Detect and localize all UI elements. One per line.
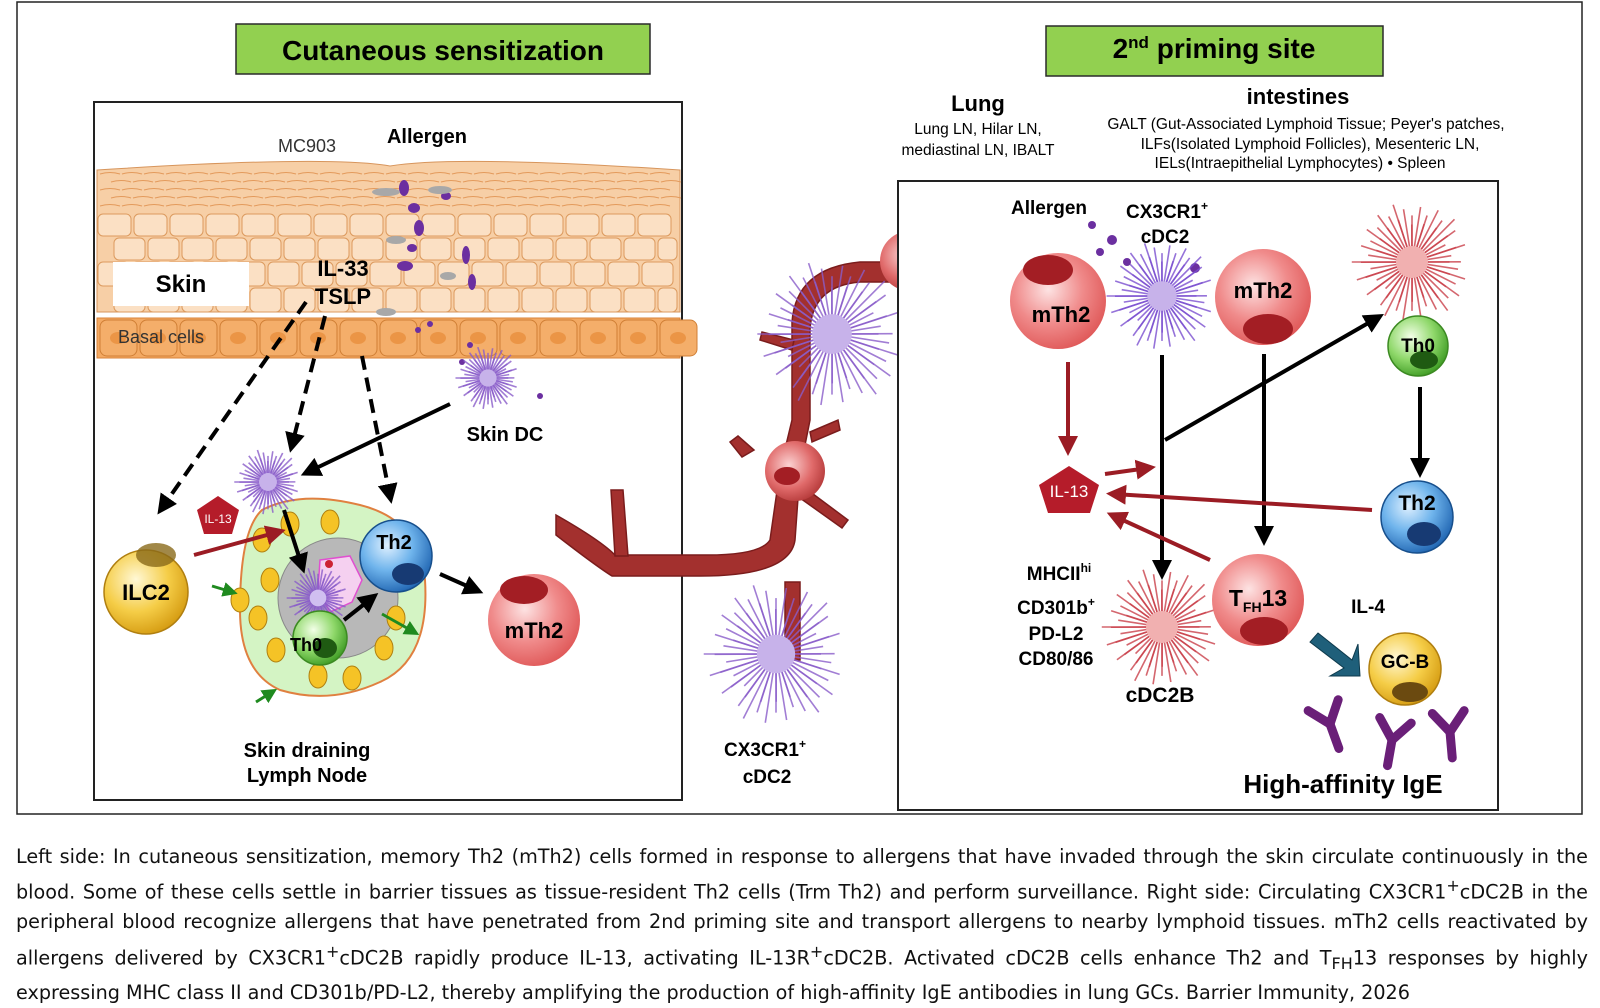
skin-dc-label: Skin DC	[467, 424, 544, 446]
mth2-label-right-a: mTh2	[1032, 302, 1091, 327]
ige-label: High-affinity IgE	[1243, 769, 1442, 799]
caption-sub4: FH	[1332, 954, 1353, 973]
cd80-label: CD80/86	[1019, 649, 1094, 670]
right-dc-label-main: CX3CR1	[1126, 202, 1201, 223]
il13-label-left: IL-13	[204, 512, 232, 526]
vessel-cell-middle	[765, 441, 825, 501]
intestines-line2: ILFs(Isolated Lymphoid Follicles), Mesen…	[1141, 136, 1480, 153]
diagram-canvas: Cutaneous sensitization Skin MC903 Aller…	[0, 0, 1600, 840]
cd301-sup: +	[1088, 595, 1095, 609]
lung-title: Lung	[951, 91, 1005, 116]
mhc-main: MHCII	[1027, 564, 1081, 585]
allergen-label-left: Allergen	[387, 126, 467, 148]
figure-caption: Left side: In cutaneous sensitization, m…	[16, 842, 1588, 1008]
cd301-main: CD301b	[1017, 598, 1088, 619]
mth2-cell-right-a	[1010, 253, 1106, 349]
figure: Cutaneous sensitization Skin MC903 Aller…	[0, 0, 1600, 840]
th2-label-left: Th2	[376, 532, 412, 554]
tslp-label: TSLP	[315, 284, 371, 309]
lymph-node-red-dot	[325, 560, 333, 568]
th0-label-left: Th0	[290, 635, 322, 655]
tfh-post: 13	[1262, 585, 1288, 611]
th2-cell-left	[360, 520, 432, 592]
right-title-post: priming site	[1149, 33, 1315, 64]
right-dc-label-line2: cDC2	[1141, 227, 1190, 248]
caption-sup1: +	[1446, 876, 1459, 895]
tfh-sub: FH	[1243, 599, 1262, 615]
ilc2-label: ILC2	[122, 580, 170, 605]
mth2-label-left: mTh2	[505, 618, 564, 643]
right-title-pre: 2	[1113, 33, 1129, 64]
il13-label-right: IL-13	[1050, 482, 1089, 501]
vessel-dc-label-sup: +	[799, 737, 806, 751]
th0-label-right: Th0	[1401, 336, 1435, 357]
lymph-node-label-line2: Lymph Node	[247, 765, 367, 787]
caption-seg1: Left side: In cutaneous sensitization, m…	[16, 845, 1588, 904]
th2-label-right: Th2	[1398, 492, 1435, 515]
mhc-sup: hi	[1081, 561, 1092, 575]
il33-label: IL-33	[317, 256, 368, 281]
right-dc-label-line1: CX3CR1+	[1126, 199, 1208, 223]
intestines-title: intestines	[1247, 84, 1350, 109]
caption-seg4: cDC2B. Activated cDC2B cells enhance Th2…	[823, 946, 1331, 969]
vessel-dc-label-line1: CX3CR1+	[724, 737, 806, 761]
caption-sup3: +	[810, 942, 823, 961]
allergen-label-right: Allergen	[1011, 198, 1087, 219]
il4-label: IL-4	[1351, 597, 1385, 618]
tfh-pre: T	[1229, 585, 1243, 611]
caption-seg3: cDC2B rapidly produce IL-13, activating …	[339, 946, 810, 969]
right-title-sup: nd	[1128, 33, 1149, 52]
lymph-node-label-line1: Skin draining	[244, 740, 371, 762]
basal-cells-label: Basal cells	[118, 327, 204, 347]
skin-label: Skin	[156, 271, 207, 298]
mc903-label: MC903	[278, 136, 336, 156]
lung-line1: Lung LN, Hilar LN,	[914, 121, 1042, 138]
vessel-dc-label-main: CX3CR1	[724, 740, 799, 761]
mth2-label-right-b: mTh2	[1234, 278, 1293, 303]
left-panel-title: Cutaneous sensitization	[282, 35, 604, 66]
right-dc-label-sup: +	[1201, 199, 1208, 213]
lung-line2: mediastinal LN, IBALT	[901, 142, 1055, 159]
intestines-line1: GALT (Gut-Associated Lymphoid Tissue; Pe…	[1107, 116, 1504, 133]
pdl2-label: PD-L2	[1029, 624, 1084, 645]
vessel-dc-label-line2: cDC2	[743, 767, 792, 788]
intestines-line3: IELs(Intraepithelial Lymphocytes) • Sple…	[1155, 155, 1446, 172]
cd301-label: CD301b+	[1017, 595, 1095, 619]
cdc2b-label: cDC2B	[1126, 684, 1195, 707]
gcb-label: GC-B	[1381, 652, 1430, 673]
vessel-dc-lower	[704, 585, 840, 722]
caption-sup2: +	[326, 942, 339, 961]
